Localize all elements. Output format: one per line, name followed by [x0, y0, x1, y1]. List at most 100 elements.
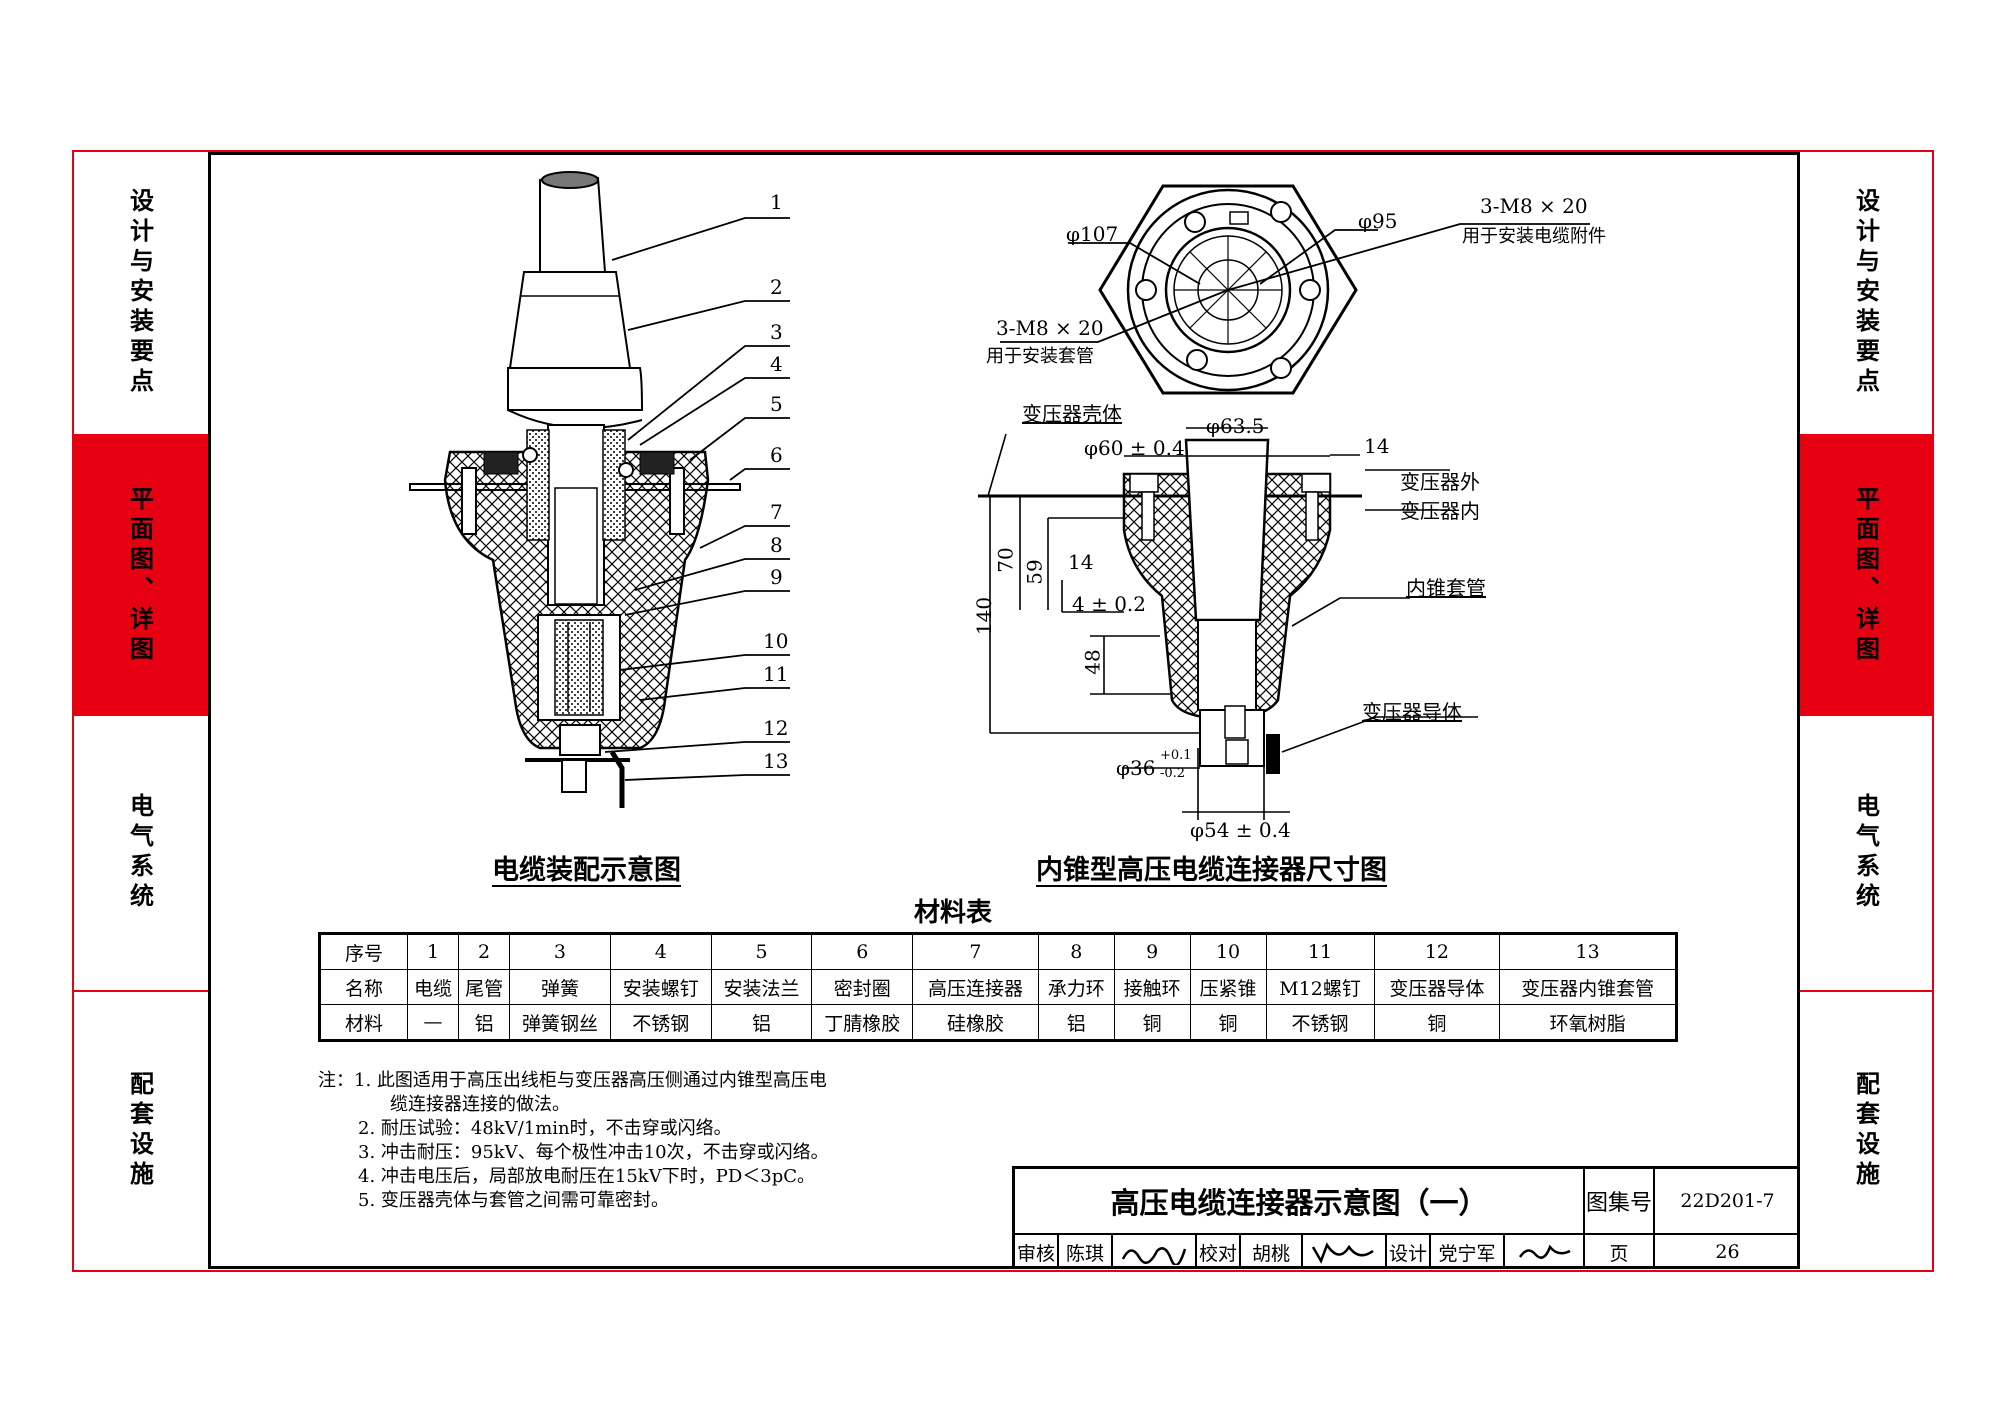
table-row: 材料 — 铝 弹簧钢丝 不锈钢 铝 丁腈橡胶 硅橡胶 铝 铜 铜 不锈钢 铜 环…: [319, 1004, 1677, 1041]
bolt-left-note: 用于安装套管: [986, 346, 1094, 367]
left-tab-plans[interactable]: 平面图、详图: [72, 436, 208, 716]
callout-7: 7: [770, 500, 783, 524]
signature-icon: [1121, 1247, 1187, 1265]
cell-mat-9: 铜: [1113, 1004, 1191, 1041]
dim-d54: φ54 ± 0.4: [1190, 818, 1291, 842]
right-tab-electrical-label: 电气系统: [1851, 793, 1880, 913]
bolt-left-spec: 3-M8 × 20: [996, 316, 1104, 340]
cell-name-5: 安装法兰: [710, 969, 813, 1005]
cell-no-1: 1: [406, 933, 460, 970]
reviewer-signature: [1113, 1235, 1197, 1269]
cell-mat-11: 不锈钢: [1265, 1004, 1375, 1041]
callout-6: 6: [770, 443, 783, 467]
callout-13: 13: [763, 749, 789, 773]
left-tab-design[interactable]: 设计与安装要点: [72, 152, 208, 436]
dim-d60: φ60 ± 0.4: [1084, 436, 1185, 460]
page-number: 26: [1715, 1241, 1740, 1263]
dim-d95: φ95: [1358, 209, 1398, 233]
drawing-title: 高压电缆连接器示意图（一）: [1015, 1169, 1585, 1235]
atlas-number: 22D201-7: [1655, 1169, 1800, 1235]
dim-4: 4 ± 0.2: [1072, 592, 1147, 616]
cell-mat-6: 丁腈橡胶: [811, 1004, 914, 1041]
cell-mat-5: 铝: [710, 1004, 813, 1041]
note-line: 3. 冲击耐压：95kV、每个极性冲击10次，不击穿或闪络。: [358, 1142, 829, 1163]
left-tab-electrical-label: 电气系统: [125, 793, 154, 913]
row-label-material: 材料: [319, 1004, 408, 1041]
cell-no-11: 11: [1265, 933, 1375, 970]
dim-d36: φ36: [1116, 756, 1156, 780]
atlas-label: 图集号: [1585, 1169, 1655, 1235]
right-tab-design[interactable]: 设计与安装要点: [1800, 152, 1932, 436]
cell-name-12: 变压器导体: [1373, 969, 1501, 1005]
label-housing: 变压器壳体: [1022, 402, 1122, 426]
left-tab-facilities[interactable]: 配套设施: [72, 992, 208, 1270]
cell-name-1: 电缆: [406, 969, 460, 1005]
label-conductor: 变压器导体: [1362, 700, 1462, 724]
right-tab-plans[interactable]: 平面图、详图: [1800, 436, 1932, 716]
title-block: 高压电缆连接器示意图（一） 图集号 22D201-7 审核 陈琪 校对 胡桃 设…: [1012, 1166, 1800, 1269]
signature-icon: [1518, 1244, 1571, 1259]
check-label: 校对: [1197, 1235, 1241, 1269]
table-row: 名称 电缆 尾管 弹簧 安装螺钉 安装法兰 密封圈 高压连接器 承力环 接触环 …: [319, 969, 1677, 1005]
drawing-frame: [208, 152, 1800, 1269]
cell-no-3: 3: [509, 933, 611, 970]
cell-mat-3: 弹簧钢丝: [509, 1004, 611, 1041]
note-line: 注：1. 此图适用于高压出线柜与变压器高压侧通过内锥型高压电: [318, 1070, 827, 1091]
cell-name-6: 密封圈: [811, 969, 914, 1005]
right-figure-caption: 内锥型高压电缆连接器尺寸图: [1036, 855, 1387, 886]
right-tab-design-label: 设计与安装要点: [1851, 188, 1880, 398]
dim-14-top: 14: [1364, 434, 1390, 458]
note-line: 5. 变压器壳体与套管之间需可靠密封。: [358, 1190, 669, 1211]
cell-no-10: 10: [1189, 933, 1267, 970]
dim-59: 59: [1022, 559, 1047, 585]
left-tab-design-label: 设计与安装要点: [125, 188, 154, 398]
left-tab-facilities-label: 配套设施: [125, 1071, 154, 1191]
cell-mat-7: 硅橡胶: [912, 1004, 1039, 1041]
cell-no-13: 13: [1499, 933, 1677, 970]
left-figure-caption: 电缆装配示意图: [492, 855, 681, 886]
left-tab-plans-label: 平面图、详图: [125, 486, 154, 666]
material-table: 序号 1 2 3 4 5 6 7 8 9 10 11 12 13 名称 电缆 尾…: [318, 932, 1678, 1042]
cable-assembly-drawing: [409, 171, 790, 808]
dim-d63-5: φ63.5: [1206, 414, 1265, 438]
cell-name-11: M12螺钉: [1265, 969, 1375, 1005]
dim-d36-tol-upper: +0.1: [1160, 748, 1192, 763]
bolt-right-spec: 3-M8 × 20: [1480, 194, 1588, 218]
right-tab-facilities[interactable]: 配套设施: [1800, 992, 1932, 1270]
cell-mat-8: 铝: [1037, 1004, 1115, 1041]
callout-11: 11: [763, 662, 789, 686]
cell-mat-13: 环氧树脂: [1499, 1004, 1677, 1041]
designer-name: 党宁军: [1431, 1235, 1505, 1269]
callout-10: 10: [763, 629, 789, 653]
right-tab-facilities-label: 配套设施: [1851, 1071, 1880, 1191]
material-table-title: 材料表: [914, 898, 993, 928]
cell-no-7: 7: [912, 933, 1039, 970]
callout-2: 2: [770, 275, 783, 299]
cell-name-7: 高压连接器: [912, 969, 1039, 1005]
cell-no-8: 8: [1037, 933, 1115, 970]
checker-signature: [1303, 1235, 1387, 1269]
cell-no-4: 4: [609, 933, 712, 970]
note-line: 4. 冲击电压后，局部放电耐压在15kV下时，PD＜3pC。: [358, 1166, 815, 1187]
left-tab-electrical[interactable]: 电气系统: [72, 716, 208, 992]
cell-name-3: 弹簧: [509, 969, 611, 1005]
row-label-no: 序号: [319, 933, 408, 970]
cell-name-9: 接触环: [1113, 969, 1191, 1005]
dim-d107: φ107: [1066, 222, 1119, 246]
cell-no-6: 6: [811, 933, 914, 970]
row-label-name: 名称: [319, 969, 408, 1005]
cell-name-2: 尾管: [458, 969, 511, 1005]
right-tab-electrical[interactable]: 电气系统: [1800, 716, 1932, 992]
design-label: 设计: [1387, 1235, 1431, 1269]
cell-name-8: 承力环: [1037, 969, 1115, 1005]
callout-5: 5: [770, 392, 783, 416]
review-label: 审核: [1015, 1235, 1059, 1269]
signature-icon: [1311, 1242, 1374, 1264]
callout-12: 12: [763, 716, 789, 740]
cell-no-5: 5: [710, 933, 813, 970]
designer-signature: [1505, 1235, 1585, 1269]
dim-70: 70: [993, 547, 1018, 573]
right-tab-plans-label: 平面图、详图: [1851, 486, 1880, 666]
callout-1: 1: [770, 190, 783, 214]
label-bushing: 内锥套管: [1406, 576, 1486, 600]
